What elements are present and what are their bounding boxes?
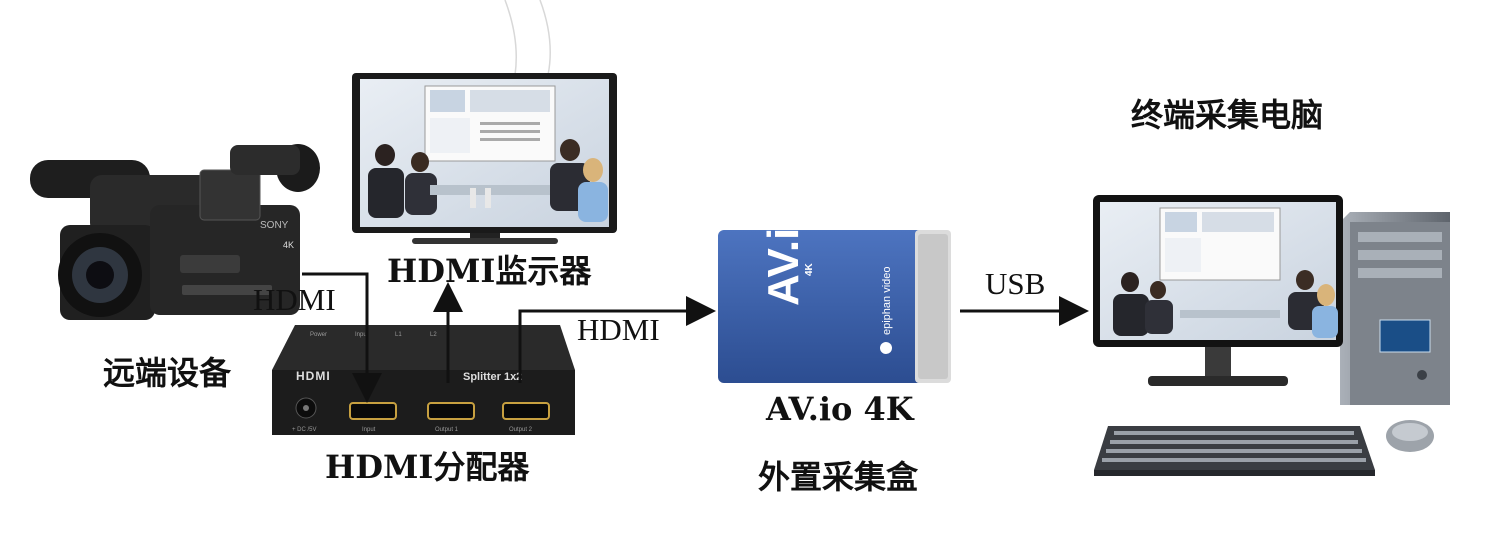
splitter-label: HDMI分配器 [325,448,530,486]
indicator-power: Power [310,332,327,338]
hdmi-monitor-icon [352,0,617,244]
indicator-input: Input [355,332,369,338]
camera-brand: SONY [260,220,289,231]
video-camera-icon: SONY 4K [30,144,320,320]
camera-label: 远端设备 [103,354,232,392]
avio-logo: AV.io [759,201,808,306]
splitter-logo: HDMI [296,369,331,383]
arrow-camera-to-splitter [302,272,382,403]
avio-capture-box-icon: AV.io 4K epiphan video [718,201,951,383]
computer-icon [1093,195,1450,476]
connection-label-camera-splitter: HDMI [253,282,336,317]
capture-label-model: AV.io 4K [766,390,914,428]
port-input: Input [362,427,376,433]
connection-label-splitter-capture: HDMI [577,312,660,347]
port-dc: + DC /5V [292,427,317,433]
arrow-splitter-to-capture [518,296,716,383]
connection-label-usb: USB [985,266,1046,301]
hdmi-splitter-icon: HDMI Splitter 1x2 Power Input L1 L2 + DC… [272,325,575,435]
splitter-model: Splitter 1x2 [463,371,522,383]
indicator-l1: L1 [395,332,402,338]
computer-label: 终端采集电脑 [1131,96,1324,134]
port-output-2: Output 2 [509,427,533,433]
epiphan-brand: epiphan video [881,266,893,335]
capture-label-desc: 外置采集盒 [758,458,919,496]
indicator-l2: L2 [430,332,437,338]
camera-4k-badge: 4K [283,240,294,250]
monitor-label: HDMI监示器 [387,252,592,290]
avio-logo-4k: 4K [804,262,815,276]
port-output-1: Output 1 [435,427,459,433]
